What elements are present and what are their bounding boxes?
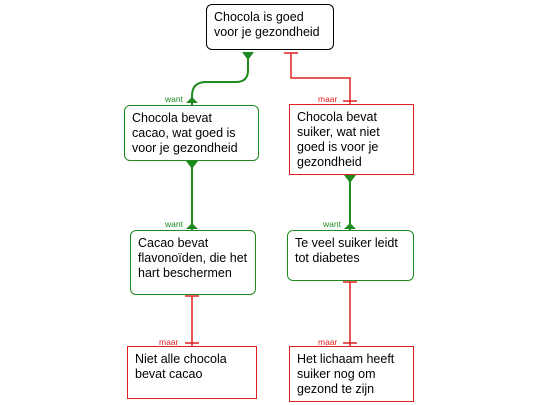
connector-not-all-to-flavonoids <box>185 295 199 346</box>
label-want-diabetes: want <box>323 219 341 229</box>
label-want-flavonoids: want <box>165 219 183 229</box>
node-objection-body-needs[interactable]: Het lichaam heeft suiker nog om gezond t… <box>289 346 414 402</box>
node-reason-diabetes[interactable]: Te veel suiker leidt tot diabetes <box>287 230 414 281</box>
node-root-claim-text: Chocola is goed voor je gezondheid <box>214 10 320 39</box>
node-reason-flavonoids[interactable]: Cacao bevat flavonoïden, die het hart be… <box>130 230 256 295</box>
connector-diabetes-to-sugar <box>344 175 356 230</box>
label-want-cacao: want <box>165 94 183 104</box>
node-reason-cacao-text: Chocola bevat cacao, wat goed is voor je… <box>132 111 238 155</box>
node-reason-flavonoids-text: Cacao bevat flavonoïden, die het hart be… <box>138 236 248 280</box>
connector-cacao-to-root <box>186 52 254 105</box>
label-maar-sugar: maar <box>318 94 338 104</box>
node-objection-not-all-text: Niet alle chocola bevat cacao <box>135 352 227 381</box>
node-reason-cacao[interactable]: Chocola bevat cacao, wat goed is voor je… <box>124 105 259 161</box>
node-reason-diabetes-text: Te veel suiker leidt tot diabetes <box>295 236 398 265</box>
connector-body-needs-to-diabetes <box>343 281 357 346</box>
label-maar-body-needs: maar <box>318 337 338 347</box>
node-objection-sugar-text: Chocola bevat suiker, wat niet goed is v… <box>297 110 380 169</box>
node-root-claim[interactable]: Chocola is goed voor je gezondheid <box>206 4 334 50</box>
connector-sugar-to-root <box>284 52 357 104</box>
connector-flavonoids-to-cacao <box>186 161 198 230</box>
label-maar-not-all: maar <box>159 337 179 347</box>
node-objection-body-needs-text: Het lichaam heeft suiker nog om gezond t… <box>297 352 395 396</box>
node-objection-not-all[interactable]: Niet alle chocola bevat cacao <box>127 346 257 399</box>
node-objection-sugar[interactable]: Chocola bevat suiker, wat niet goed is v… <box>289 104 414 175</box>
